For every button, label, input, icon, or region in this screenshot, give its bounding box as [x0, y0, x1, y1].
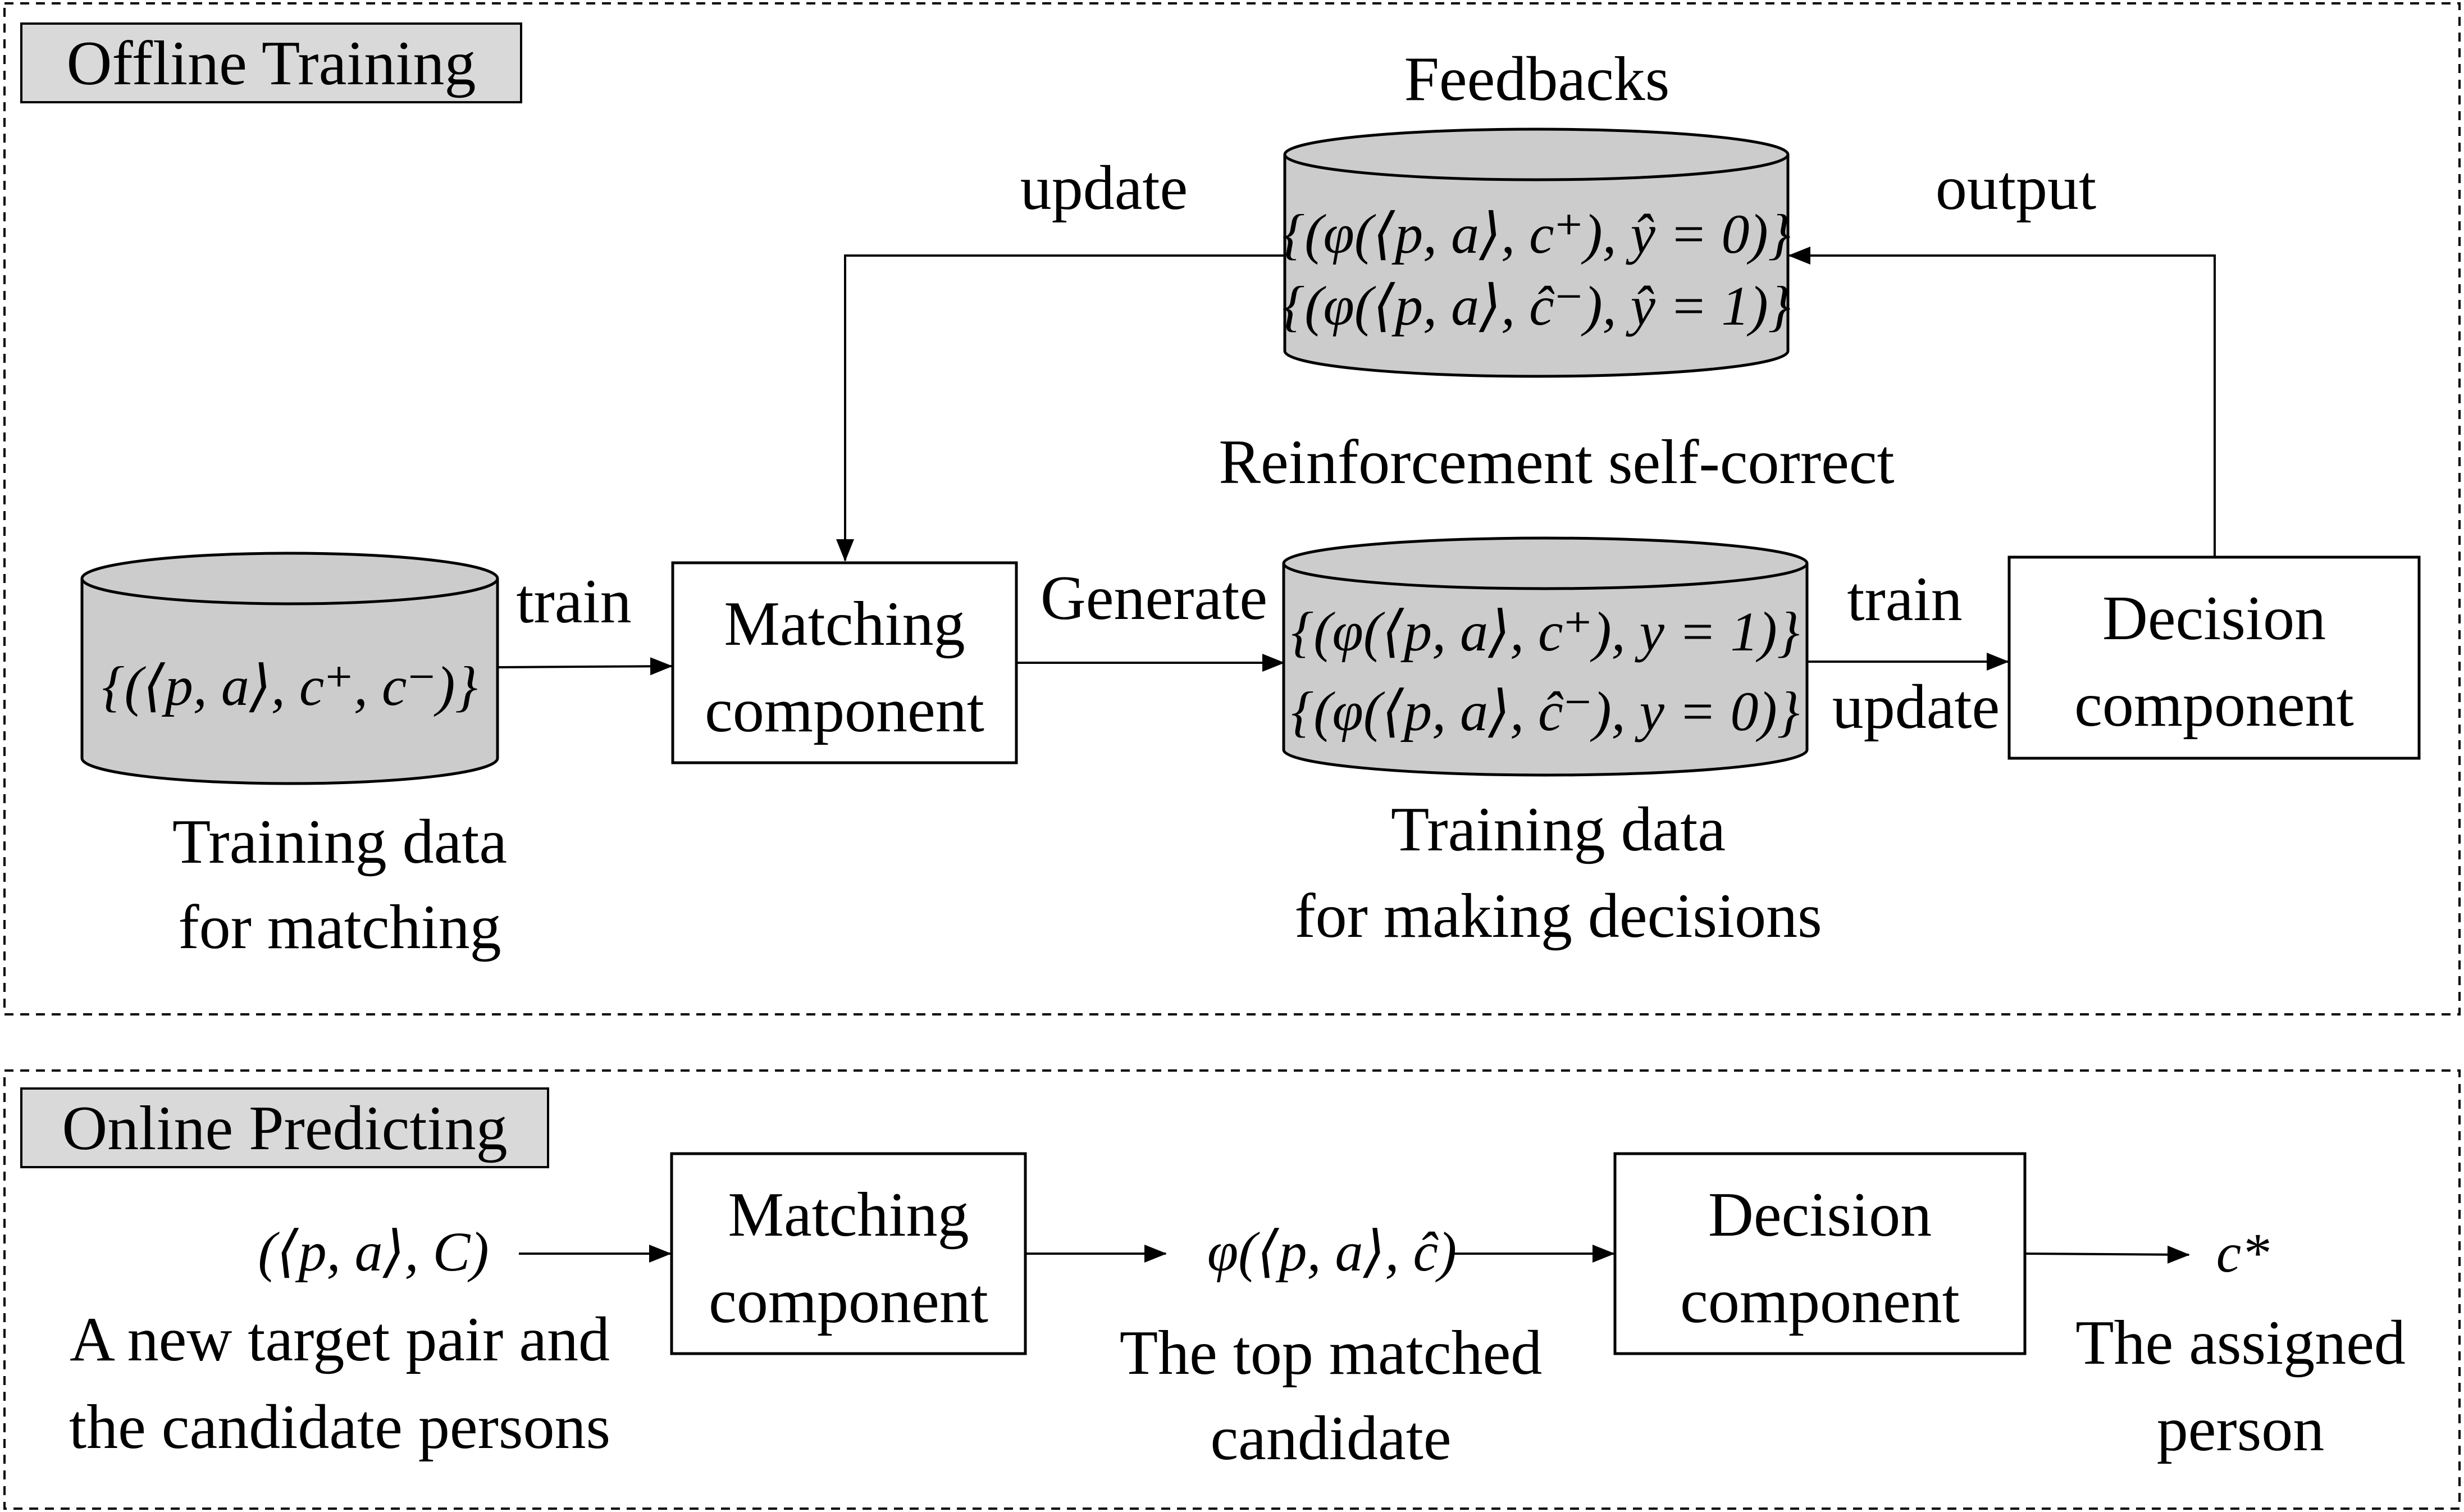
- training-data-decisions-database: {(φ(⟨p, a⟩, c⁺), y = 1)} {(φ(⟨p, a⟩, ĉ⁻)…: [1282, 536, 1809, 777]
- update-arrow: [836, 254, 1285, 562]
- decisions-data-line-1: {(φ(⟨p, a⟩, c⁺), y = 1)}: [1291, 600, 1800, 663]
- training-data-matching-caption-2: for matching: [178, 892, 501, 962]
- update2-label: update: [1832, 672, 2000, 742]
- offline-decision-line-2: component: [2074, 670, 2354, 740]
- offline-decision-component: Decision component: [2007, 555, 2421, 760]
- decisions-caption-2: for making decisions: [1294, 881, 1822, 951]
- training-data-matching-caption-1: Training data: [172, 807, 507, 877]
- train-arrow: [498, 657, 673, 676]
- feedback-line-1: {(φ(⟨p, a⟩, c⁺), ŷ = 0)}: [1282, 203, 1791, 265]
- offline-decision-line-1: Decision: [2102, 584, 2326, 653]
- output-arrow: [1788, 247, 2216, 557]
- update-label: update: [1020, 153, 1188, 223]
- offline-title-tag: Offline Training: [20, 22, 522, 103]
- online-title: Online Predicting: [62, 1094, 507, 1163]
- decisions-data-line-2: {(φ(⟨p, a⟩, ĉ⁻), y = 0)}: [1291, 680, 1800, 743]
- online-top-caption-2: candidate: [1210, 1404, 1451, 1473]
- offline-panel: [3, 2, 2461, 1015]
- feedbacks-database: {(φ(⟨p, a⟩, c⁺), ŷ = 0)} {(φ(⟨p, a⟩, ĉ⁻)…: [1282, 127, 1791, 378]
- reinforcement-label: Reinforcement self-correct: [1219, 427, 1894, 497]
- feedbacks-title: Feedbacks: [1404, 44, 1670, 114]
- online-output-formula: c*: [2216, 1222, 2269, 1284]
- online-decision-component: Decision component: [1613, 1152, 2027, 1355]
- train-label: train: [516, 567, 631, 636]
- online-matching-component: Matching component: [670, 1152, 1027, 1355]
- offline-matching-line-1: Matching: [724, 589, 965, 659]
- train2-label: train: [1847, 564, 1962, 634]
- offline-matching-line-2: component: [705, 676, 984, 745]
- online-output-caption-1: The assigned: [2075, 1308, 2406, 1378]
- online-decision-arrow: [2025, 1245, 2190, 1264]
- decisions-caption-1: Training data: [1391, 795, 1726, 864]
- online-input-caption-1: A new target pair and: [70, 1305, 610, 1374]
- output-label: output: [1936, 153, 2096, 223]
- training-data-matching-formula: {(⟨p, a⟩, c⁺, c⁻)}: [102, 655, 478, 717]
- online-top-formula: φ(⟨p, a⟩, ĉ): [1207, 1220, 1457, 1283]
- online-input-caption-2: the candidate persons: [69, 1392, 610, 1462]
- online-matching-line-1: Matching: [728, 1180, 969, 1250]
- offline-title: Offline Training: [66, 29, 476, 98]
- online-matching-line-2: component: [709, 1267, 988, 1336]
- online-title-tag: Online Predicting: [20, 1087, 549, 1168]
- offline-matching-component: Matching component: [671, 561, 1018, 764]
- online-input-formula: (⟨p, a⟩, C): [258, 1220, 489, 1283]
- generate-label: Generate: [1041, 563, 1267, 633]
- online-panel: [3, 1069, 2461, 1510]
- online-decision-line-2: component: [1680, 1267, 1960, 1336]
- online-decision-line-1: Decision: [1708, 1180, 1932, 1250]
- feedback-line-2: {(φ(⟨p, a⟩, ĉ⁻), ŷ = 1)}: [1282, 275, 1791, 337]
- online-output-caption-2: person: [2157, 1395, 2325, 1464]
- online-top-caption-1: The top matched: [1120, 1318, 1543, 1388]
- training-data-matching-database: {(⟨p, a⟩, c⁺, c⁻)}: [80, 552, 499, 785]
